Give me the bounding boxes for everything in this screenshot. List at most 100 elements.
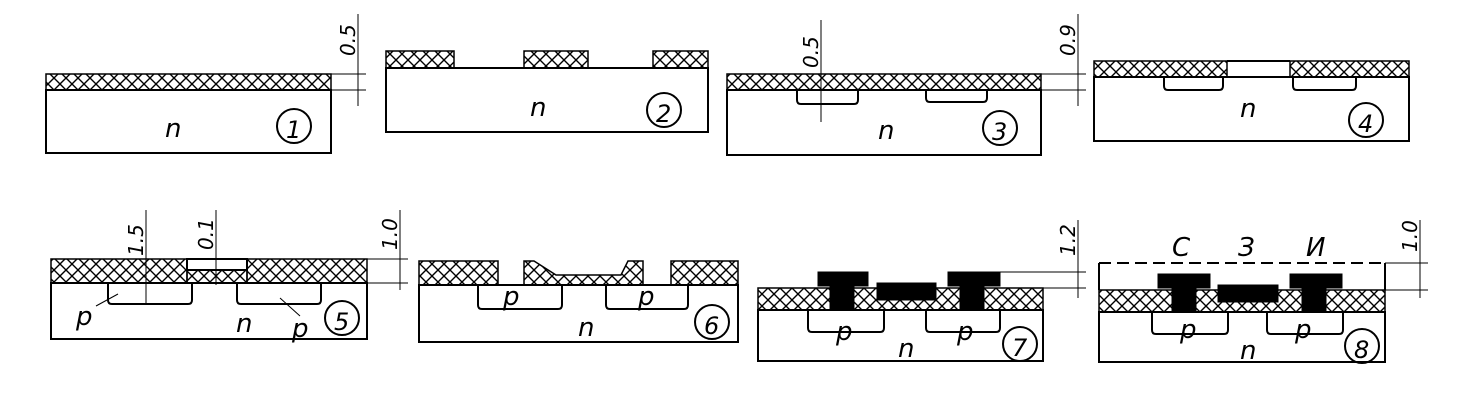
step-number: 1 [286, 116, 301, 144]
dimension-gate-oxide: 0.1 [194, 210, 218, 285]
step-number: 6 [704, 312, 719, 340]
diffusion-region [1292, 77, 1357, 91]
region-label-p: p [291, 314, 309, 344]
electrode-label-gate: З [1238, 233, 1255, 263]
electrode-label-drain: И [1306, 233, 1325, 263]
oxide-layer [45, 73, 332, 91]
step-number: 7 [1012, 334, 1028, 362]
step-number-circle [646, 92, 682, 128]
dimension-thickness: 0.5 [331, 14, 366, 106]
substrate [1093, 76, 1410, 142]
substrate [50, 282, 368, 340]
dimension-contact-thickness: 1.2 [1000, 220, 1086, 298]
region-label-p: p [1179, 315, 1197, 345]
dimension-thickness: 1.0 [367, 210, 408, 290]
dim-value: 0.9 [1056, 24, 1080, 56]
region-label-n: n [530, 93, 546, 123]
dim-value: 0.5 [799, 36, 823, 68]
source-contact [1157, 273, 1211, 313]
region-label-n: n [236, 309, 252, 339]
step-6: p p n 6 [418, 260, 739, 343]
region-label-n: n [578, 313, 594, 343]
substrate [757, 309, 1044, 362]
region-label-p: p [637, 282, 655, 312]
dim-value: 1.5 [124, 224, 148, 256]
region-label-n: n [878, 116, 894, 146]
step-8: С З И p p n 8 1.0 [1098, 220, 1428, 366]
thin-gate-oxide [186, 258, 248, 271]
step-1: n 1 0.5 [45, 14, 366, 154]
diffusion-region [605, 285, 689, 310]
diffusion-region [1151, 312, 1229, 335]
diffusion-region [925, 310, 1001, 333]
step-number-circle [982, 110, 1018, 146]
source-contact [817, 271, 869, 311]
dimension-junction-depth: 0.5 [799, 20, 823, 122]
step-number: 3 [992, 118, 1007, 146]
step-number: 4 [1358, 110, 1373, 138]
gate-electrode [1217, 284, 1279, 303]
region-label-p: p [75, 302, 93, 332]
step-5: p p n 5 1.5 0.1 1.0 [50, 210, 408, 344]
step-number-circle [1002, 326, 1038, 362]
region-label-n: n [1240, 94, 1256, 124]
step-number-circle [1348, 102, 1384, 138]
diffusion-region [236, 283, 322, 305]
oxide-layer [1093, 60, 1228, 78]
diffusion-region [107, 283, 193, 305]
dim-value: 1.2 [1056, 224, 1080, 256]
oxide-layer [246, 258, 368, 284]
step-number: 8 [1354, 336, 1369, 364]
step-4: n 4 [1093, 60, 1410, 142]
mask-segment [652, 50, 709, 69]
diffusion-region [796, 90, 859, 105]
dim-value: 1.0 [378, 218, 402, 250]
dim-value: 0.5 [336, 24, 360, 56]
drain-contact [947, 271, 1001, 311]
region-label-p: p [502, 282, 520, 312]
region-label-n: n [165, 114, 181, 144]
substrate [418, 284, 739, 343]
step-number-circle [276, 108, 312, 144]
step-2: n 2 [385, 50, 709, 133]
region-label-n: n [898, 334, 914, 364]
oxide-layer [670, 260, 739, 286]
substrate [726, 89, 1042, 156]
dimension-thickness: 0.9 [1041, 14, 1086, 106]
substrate [385, 67, 709, 133]
oxide-layer [726, 73, 1042, 91]
oxide-layer [186, 269, 248, 284]
region-label-p: p [835, 317, 853, 347]
mask-segment [385, 50, 455, 69]
region-label-p: p [1294, 315, 1312, 345]
diffusion-region [807, 310, 885, 333]
step-number: 5 [334, 308, 349, 336]
diffusion-region [1163, 77, 1224, 91]
drain-contact [1289, 273, 1343, 313]
region-label-p: p [956, 317, 974, 347]
oxide-layer [523, 260, 644, 286]
dim-value: 0.1 [194, 218, 218, 250]
dim-value: 1.0 [1398, 220, 1422, 252]
electrode-label-source: С [1172, 233, 1191, 263]
step-3: n 3 0.5 0.9 [726, 14, 1086, 156]
step-number: 2 [656, 100, 671, 128]
oxide-layer [418, 260, 499, 286]
region-label-n: n [1240, 336, 1256, 366]
diffusion-region [1266, 312, 1344, 335]
step-7: p p n 7 1.2 [757, 220, 1086, 364]
diffusion-region [477, 285, 563, 310]
oxide-layer [50, 258, 188, 284]
step-number-circle [324, 300, 360, 336]
step-number-circle [1344, 328, 1380, 364]
mask-segment [523, 50, 589, 69]
dimension-oxide-thickness: 1.5 [124, 210, 148, 304]
substrate [45, 89, 332, 154]
step-number-circle [694, 304, 730, 340]
substrate [1098, 311, 1386, 363]
gate-electrode [876, 282, 937, 301]
oxide-layer [1289, 60, 1410, 78]
diffusion-region [925, 90, 988, 103]
dimension-thickness: 1.0 [1385, 220, 1428, 298]
